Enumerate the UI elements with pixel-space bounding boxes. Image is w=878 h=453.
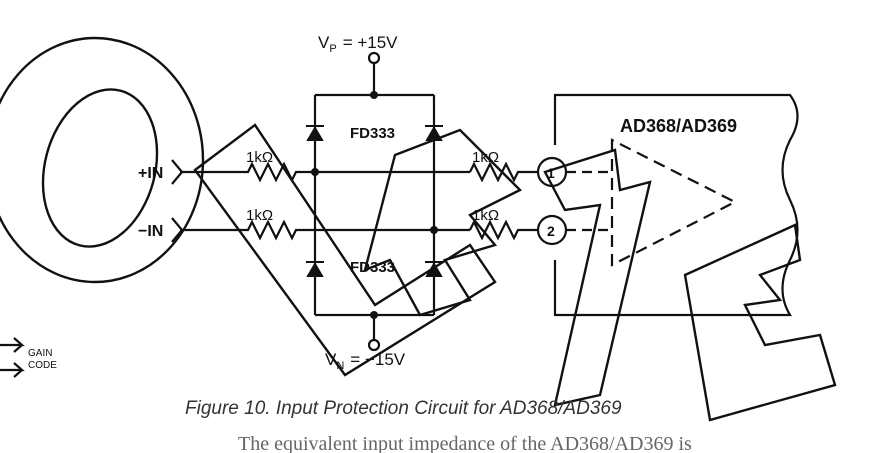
gain-input-2 (0, 362, 25, 378)
in-minus-label: −IN (138, 223, 163, 240)
diode-bottom-label: FD333 (350, 259, 395, 276)
diode-3-icon (306, 262, 324, 277)
amplifier-symbol (610, 138, 738, 267)
diode-1-icon (306, 126, 324, 141)
junction-plus (311, 168, 319, 176)
resistor-4 (469, 219, 538, 241)
resistor-2 (469, 161, 538, 183)
node-2-label: 2 (547, 223, 555, 239)
diode-top-label: FD333 (350, 125, 395, 142)
chip-block (553, 93, 799, 317)
junction-bottom (370, 311, 378, 319)
junction-minus (430, 226, 438, 234)
in-minus-arrow (171, 217, 184, 243)
gain-label: GAIN (28, 348, 52, 359)
vp-label: VP= +15V (318, 33, 398, 55)
junction-top (370, 91, 378, 99)
resistor-1-label: 1kΩ (246, 149, 273, 166)
in-plus-label: +IN (138, 165, 163, 182)
vn-label: VN= −15V (325, 350, 406, 372)
obsolete-watermark (0, 36, 837, 422)
node-1-label: 1 (547, 165, 555, 181)
resistor-3 (198, 219, 470, 241)
vp-terminal (367, 51, 381, 65)
resistor-3-label: 1kΩ (246, 207, 273, 224)
body-text-line: The equivalent input impedance of the AD… (238, 433, 692, 453)
code-label: CODE (28, 360, 57, 371)
resistor-2-label: 1kΩ (472, 149, 499, 166)
figure-caption: Figure 10. Input Protection Circuit for … (185, 398, 622, 419)
block-title: AD368/AD369 (620, 116, 737, 136)
gain-input-1 (0, 337, 25, 353)
vn-terminal (367, 338, 381, 352)
in-plus-arrow (171, 159, 184, 185)
resistor-1 (198, 161, 470, 183)
resistor-4-label: 1kΩ (472, 207, 499, 224)
